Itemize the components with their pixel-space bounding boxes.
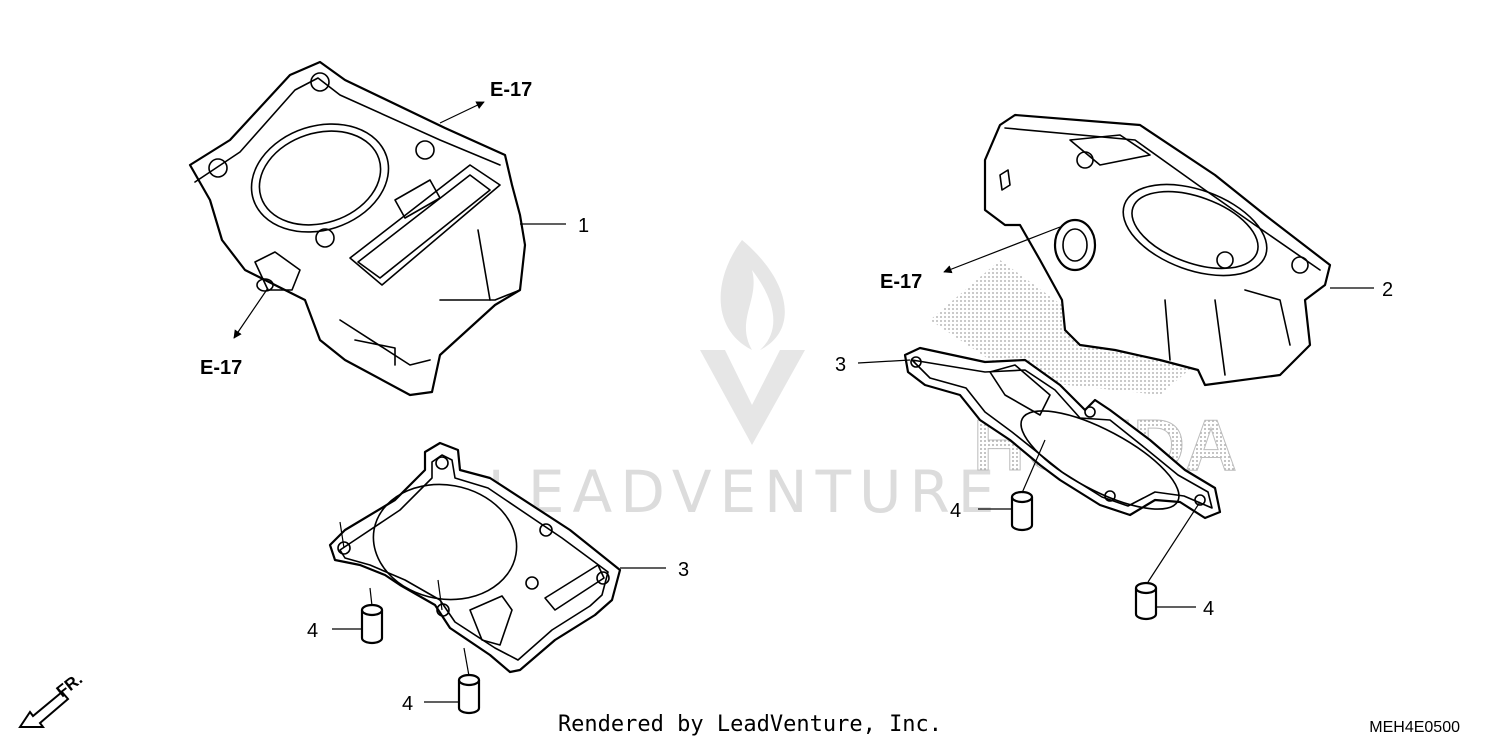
cylinder-left[interactable] [188,60,527,397]
callout-part-4-left-upper[interactable]: 4 [307,620,318,642]
gasket-right[interactable] [903,346,1222,528]
callout-part-4-left-lower[interactable]: 4 [402,693,413,715]
ref-e17-right[interactable]: E-17 [880,271,922,293]
dowel-pin-left-lower[interactable] [457,673,481,715]
ref-e17-left-top[interactable]: E-17 [490,79,532,101]
gasket-left[interactable] [328,441,622,674]
callout-part-3-left[interactable]: 3 [678,559,689,581]
callout-part-1[interactable]: 1 [578,215,589,237]
callout-part-4-right-upper[interactable]: 4 [950,500,961,522]
watermark-text: LEADVENTURE [488,458,1003,526]
diagram-code: MEH4E0500 [1369,719,1460,736]
callout-part-3-right[interactable]: 3 [835,354,846,376]
render-credit: Rendered by LeadVenture, Inc. [557,712,943,737]
callout-part-4-right-lower[interactable]: 4 [1203,598,1214,620]
leadventure-watermark: LEADVENTURE [488,240,1003,526]
dowel-pin-right-lower[interactable] [1134,581,1158,621]
dowel-pin-left-upper[interactable] [360,603,384,645]
ref-e17-left-bottom[interactable]: E-17 [200,357,242,379]
cylinder-right[interactable] [983,113,1332,387]
leader-lines [233,101,1374,703]
callout-part-2-right[interactable]: 2 [1382,279,1393,301]
dowel-pin-right-upper[interactable] [1010,490,1034,532]
